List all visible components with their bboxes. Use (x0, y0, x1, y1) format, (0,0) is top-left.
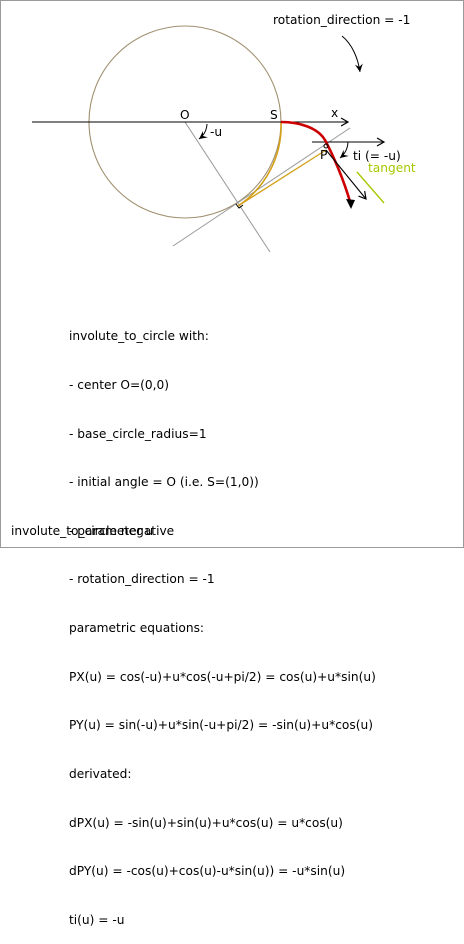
start-point-label: S (270, 108, 278, 122)
note-line: - parameter u (69, 523, 154, 538)
figure-frame (0, 0, 464, 548)
note-line: dPX(u) = -sin(u)+sin(u)+u*cos(u) = u*cos… (69, 815, 343, 830)
rotation-direction-label: rotation_direction = -1 (273, 13, 410, 27)
radius-line (184, 121, 271, 253)
note-line: ti(u) = -u (69, 912, 125, 927)
involute-curve (280, 120, 353, 206)
equation-notes: involute_to_circle with: - center O=(0,0… (69, 296, 376, 944)
point-p-label: P (320, 148, 327, 162)
figure-caption: involute_to_circle negative (11, 524, 175, 538)
tangent-angle-label: ti (= -u) (353, 149, 401, 163)
note-line: PY(u) = sin(-u)+u*sin(-u+pi/2) = -sin(u)… (69, 718, 373, 733)
note-line: derivated: (69, 766, 132, 781)
rotation-arrow-icon (341, 35, 363, 73)
origin-label: O (180, 108, 190, 122)
involute-arrow-icon (346, 199, 355, 209)
note-line: - initial angle = O (i.e. S=(1,0)) (69, 475, 259, 490)
angle-u-label: -u (210, 125, 222, 139)
note-line: involute_to_circle with: (69, 329, 209, 344)
tangent-label: tangent (368, 161, 416, 175)
involute-diagram: rotation_direction = -1 O S x -u P ti (=… (32, 13, 416, 253)
construction-tangent-line (172, 127, 351, 247)
point-p-marker (323, 143, 329, 149)
tangent-line (356, 171, 385, 204)
ti-angle-arc (339, 141, 349, 159)
note-line: dPY(u) = -cos(u)+cos(u)-u*sin(u)) = -u*s… (69, 864, 346, 879)
string-segment (237, 149, 327, 207)
angle-u-arc (198, 123, 208, 140)
note-line: - center O=(0,0) (69, 378, 170, 393)
note-line: PX(u) = cos(-u)+u*cos(-u+pi/2) = cos(u)+… (69, 669, 376, 684)
x-axis-label: x (331, 106, 338, 120)
right-angle-icon (235, 203, 244, 209)
note-line: - base_circle_radius=1 (69, 426, 207, 441)
note-line: - rotation_direction = -1 (69, 572, 215, 587)
unwound-arc (237, 121, 282, 207)
tangent-arrow-icon (325, 149, 367, 200)
note-line: parametric equations: (69, 621, 205, 636)
